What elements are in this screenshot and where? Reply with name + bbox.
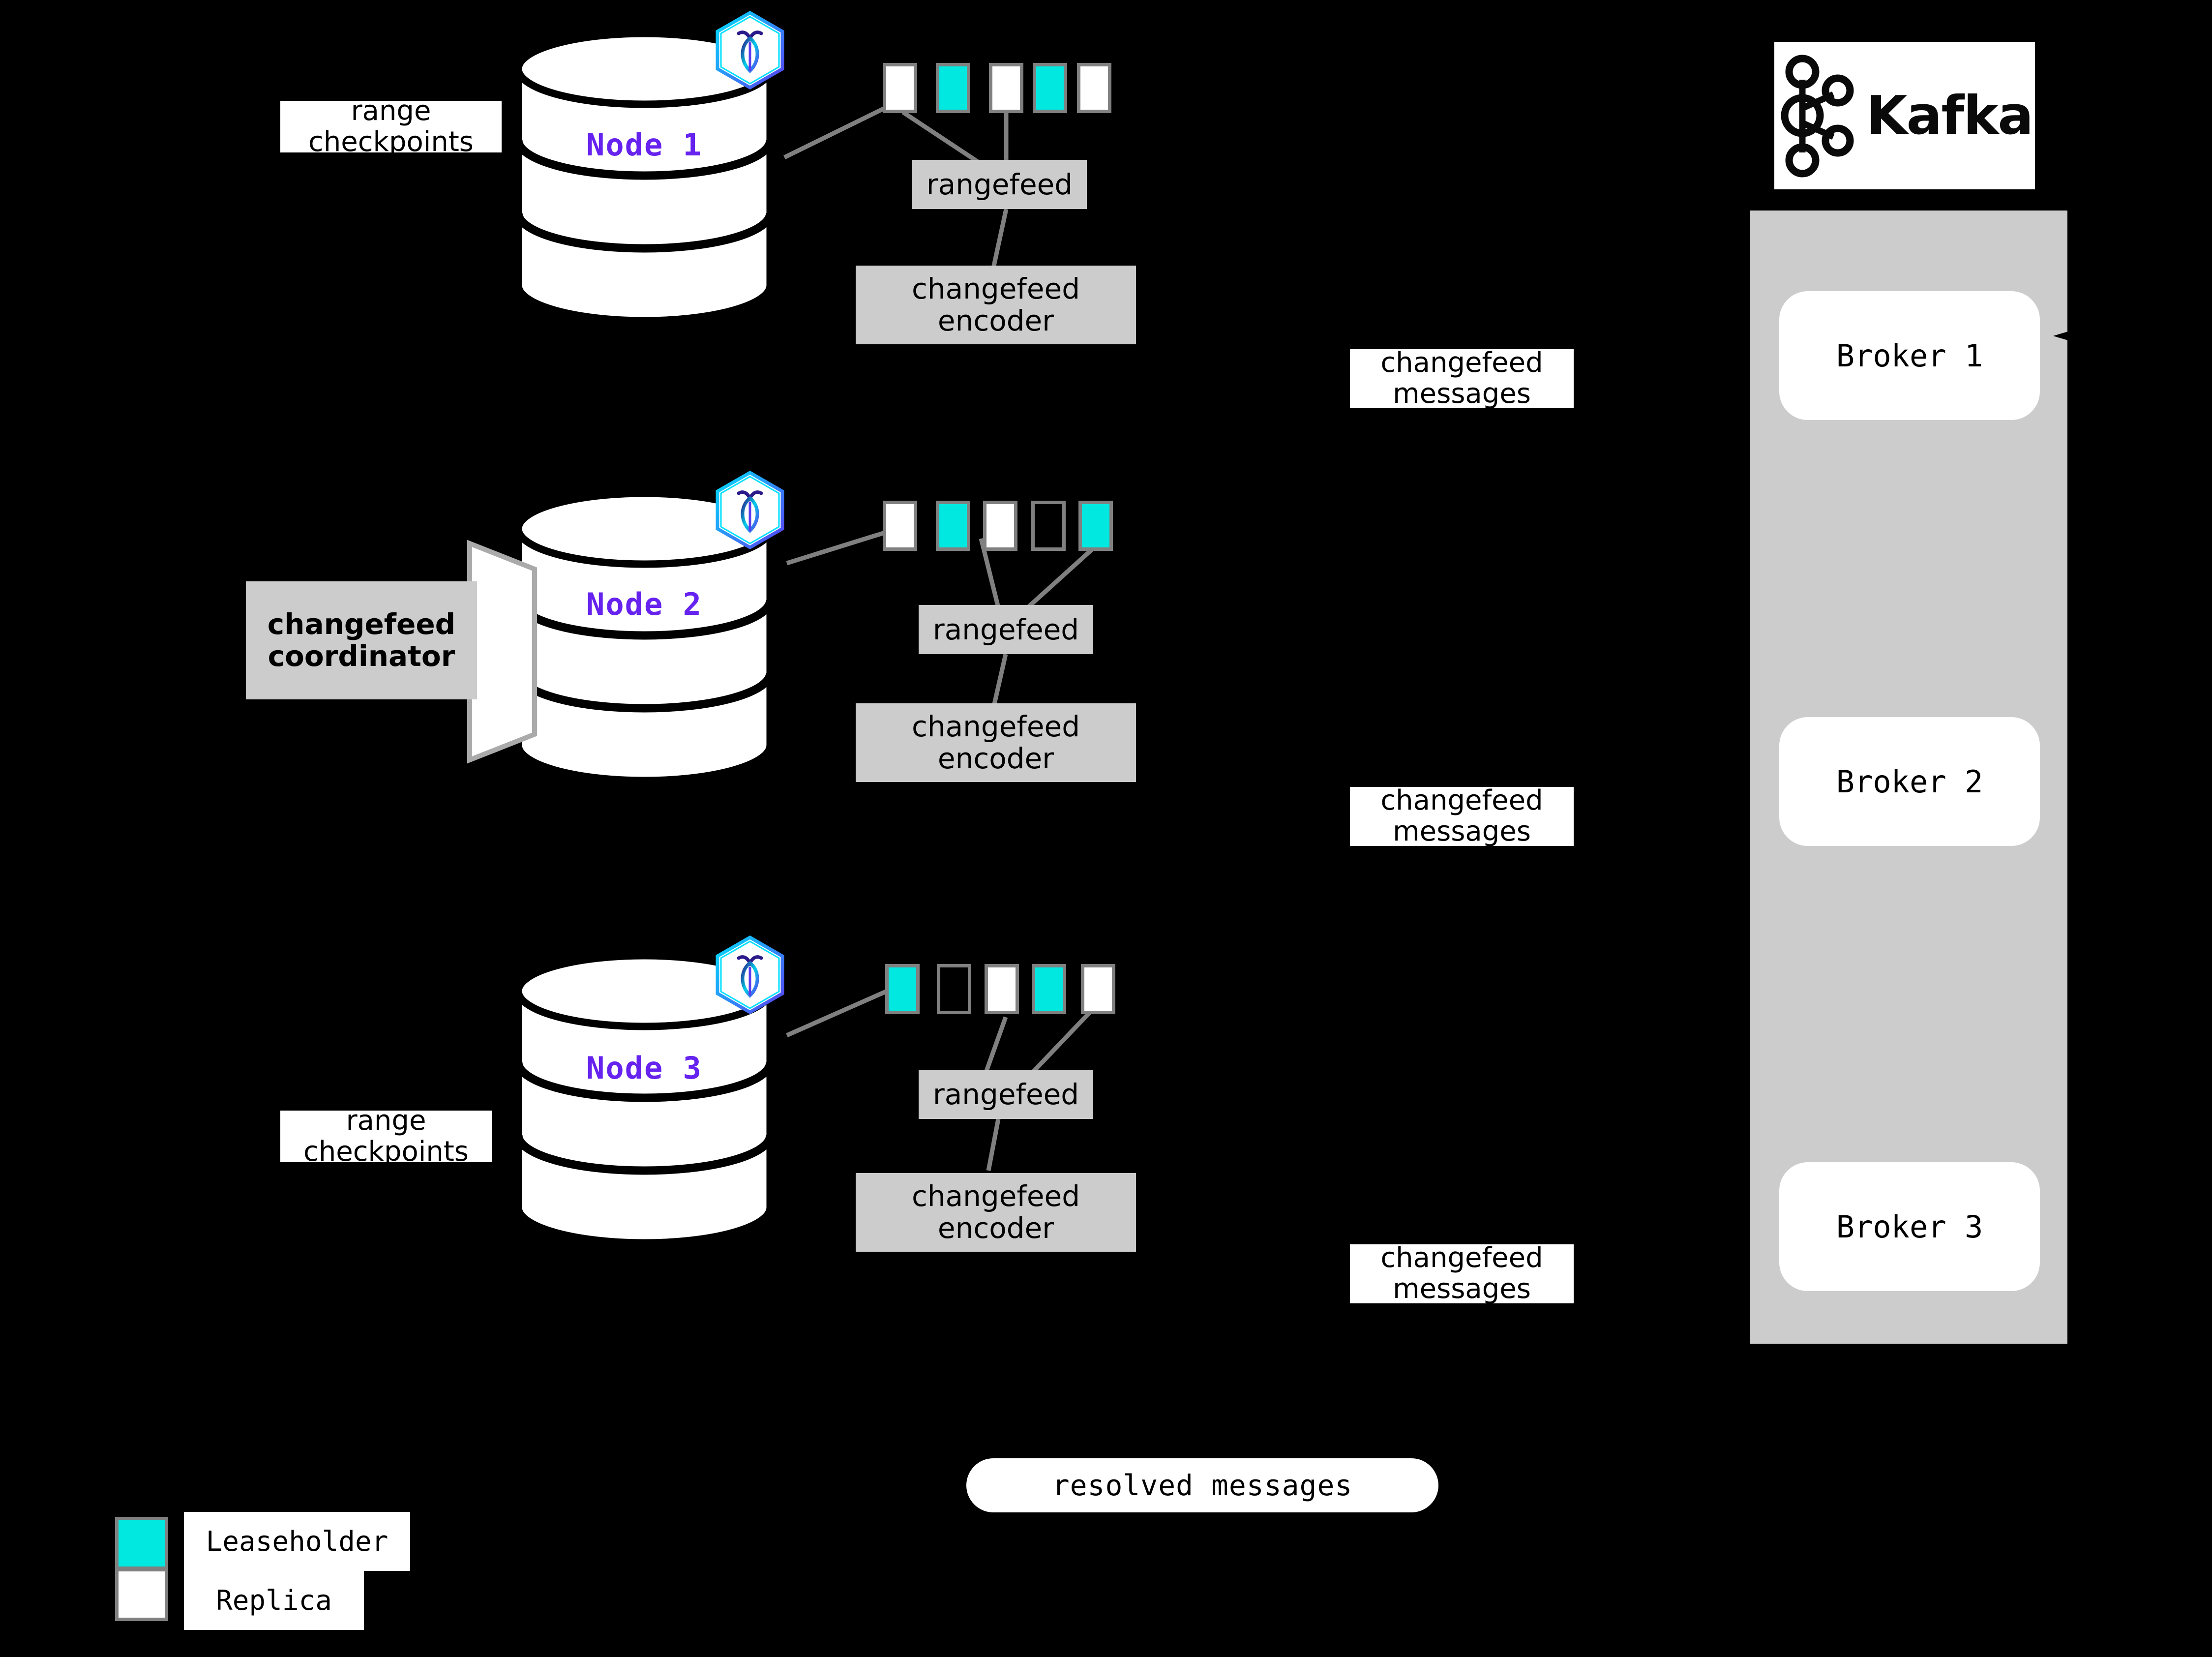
cockroachdb-hexagon-icon <box>716 935 784 1015</box>
kafka-wordmark: Kafka <box>1866 85 2033 147</box>
node2-range-2[interactable] <box>936 501 970 551</box>
messages-line2: messages <box>1393 815 1531 847</box>
legend-label-leaseholder: Leaseholder <box>184 1512 410 1571</box>
coordinator-line1: changefeed <box>267 607 456 641</box>
node3-range-2[interactable] <box>937 964 971 1014</box>
legend-swatch-leaseholder <box>115 1517 168 1570</box>
encoder-line1: changefeed <box>911 710 1080 744</box>
changefeed-coordinator-box[interactable]: changefeed coordinator <box>246 581 477 699</box>
node3-range-3[interactable] <box>985 964 1019 1014</box>
messages-line2: messages <box>1393 378 1531 410</box>
node1-range-4[interactable] <box>1033 63 1067 113</box>
coordinator-line2: coordinator <box>268 639 455 673</box>
changefeed-messages-label-2: changefeed messages <box>1350 784 1574 847</box>
kafka-broker-3[interactable]: Broker 3 <box>1779 1162 2040 1291</box>
legend-swatch-replica <box>115 1568 168 1621</box>
node1-range-2[interactable] <box>936 63 970 113</box>
node1-range-5[interactable] <box>1077 63 1111 113</box>
node3-range-5[interactable] <box>1081 964 1115 1014</box>
node2-range-3[interactable] <box>983 501 1017 551</box>
encoder-line2: encoder <box>937 304 1054 337</box>
changefeed-coordinator-pointer <box>467 540 537 764</box>
node1-range-3[interactable] <box>989 63 1023 113</box>
node1-cylinder <box>514 30 775 325</box>
node3-range-1[interactable] <box>885 964 920 1014</box>
messages-line2: messages <box>1393 1273 1531 1305</box>
range-checkpoints-line2: checkpoints <box>303 1135 469 1168</box>
range-checkpoints-line2: checkpoints <box>308 125 474 158</box>
resolved-messages-pill: resolved messages <box>966 1458 1438 1512</box>
range-checkpoints-line1: range <box>351 94 431 127</box>
node1-range-checkpoints-label: range checkpoints <box>280 95 502 157</box>
node3-range-checkpoints-label: range checkpoints <box>280 1105 492 1167</box>
cockroachdb-hexagon-icon <box>716 10 784 90</box>
node2-range-5[interactable] <box>1078 501 1113 551</box>
node3-range-4[interactable] <box>1032 964 1066 1014</box>
changefeed-messages-label-3: changefeed messages <box>1350 1242 1574 1305</box>
messages-line1: changefeed <box>1380 1242 1543 1274</box>
messages-line1: changefeed <box>1380 347 1543 379</box>
kafka-logo-icon <box>1781 55 1854 178</box>
node1-range-1[interactable] <box>883 63 917 113</box>
node1-changefeed-encoder-box[interactable]: changefeed encoder <box>856 266 1136 344</box>
encoder-line1: changefeed <box>911 1179 1080 1213</box>
encoder-line1: changefeed <box>911 272 1080 306</box>
kafka-broker-2[interactable]: Broker 2 <box>1779 717 2040 846</box>
node3-label: Node 3 <box>586 1050 702 1086</box>
kafka-inbound-arrow-icon <box>2053 327 2083 345</box>
node3-rangefeed-box[interactable]: rangefeed <box>919 1070 1093 1119</box>
node2-label: Node 2 <box>586 586 702 622</box>
legend-label-replica: Replica <box>184 1571 364 1630</box>
cockroachdb-hexagon-icon <box>716 470 784 550</box>
encoder-line2: encoder <box>937 1211 1054 1245</box>
changefeed-messages-label-1: changefeed messages <box>1350 347 1574 410</box>
node3-changefeed-encoder-box[interactable]: changefeed encoder <box>856 1173 1136 1252</box>
node2-changefeed-encoder-box[interactable]: changefeed encoder <box>856 703 1136 782</box>
messages-line1: changefeed <box>1380 784 1543 817</box>
node2-range-4[interactable] <box>1031 501 1066 551</box>
range-checkpoints-line1: range <box>346 1104 426 1137</box>
node1-rangefeed-box[interactable]: rangefeed <box>912 160 1087 209</box>
node2-rangefeed-box[interactable]: rangefeed <box>919 605 1093 654</box>
node1-label: Node 1 <box>586 127 702 163</box>
node2-range-1[interactable] <box>883 501 917 551</box>
kafka-broker-1[interactable]: Broker 1 <box>1779 291 2040 420</box>
kafka-logo-box: Kafka <box>1774 42 2035 189</box>
encoder-line2: encoder <box>937 742 1054 775</box>
node3-cylinder <box>514 952 775 1247</box>
